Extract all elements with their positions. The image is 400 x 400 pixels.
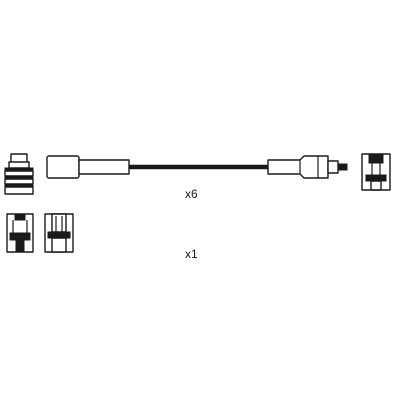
ignition-cable-x6 <box>46 155 348 179</box>
quantity-label: x6 <box>185 187 198 201</box>
quantity-label: x1 <box>185 247 198 261</box>
boot-connector-icon <box>6 213 34 253</box>
boot-connector-icon <box>44 213 74 253</box>
boot-connector-icon <box>361 153 391 191</box>
spark-plug-connector-icon <box>4 153 34 195</box>
